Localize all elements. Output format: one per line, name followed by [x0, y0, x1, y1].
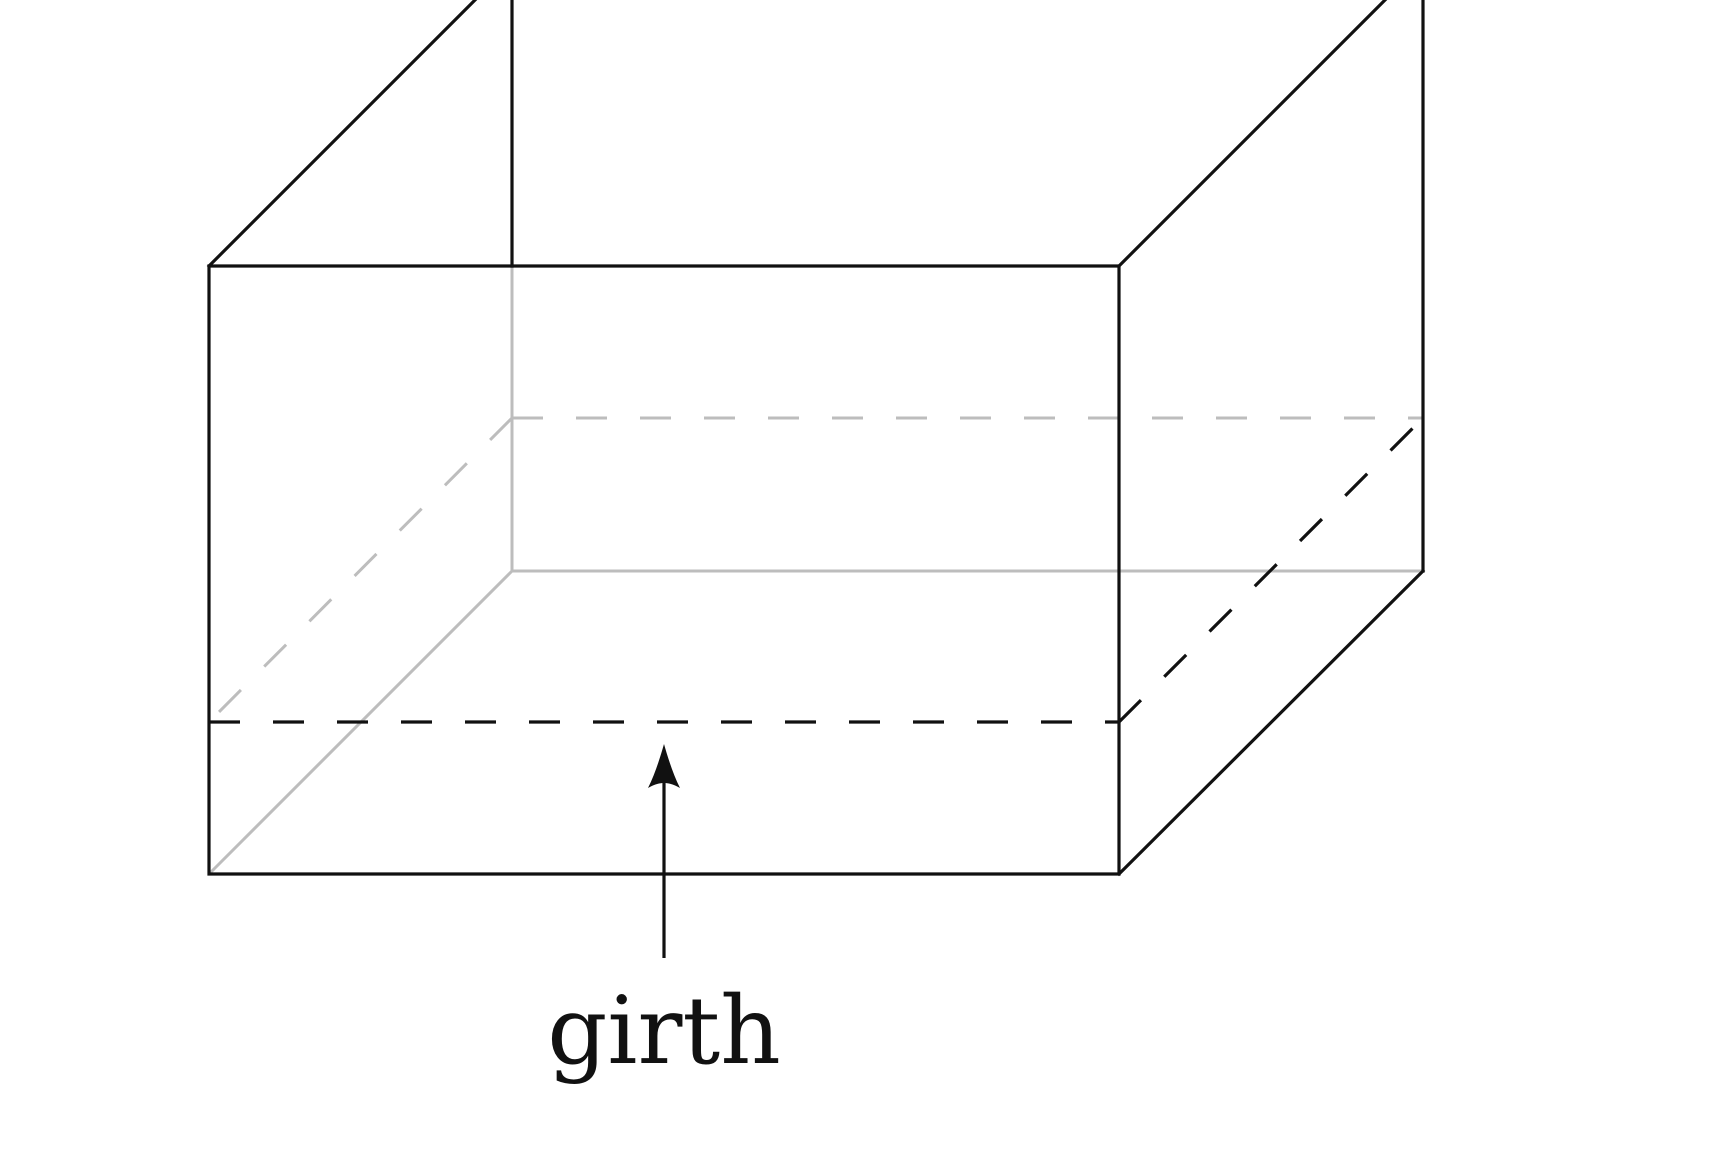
bottom-right-depth-edge	[1116, 568, 1426, 877]
girth-band	[207, 416, 1425, 724]
visible-edges	[206, 0, 1426, 877]
top-left-depth-edge	[206, 0, 478, 269]
girth-arrow	[648, 744, 680, 958]
girth-left-side-line	[207, 416, 514, 724]
hidden-edges	[207, 266, 1423, 876]
top-right-depth-edge	[1116, 0, 1388, 269]
girth-arrow-head	[648, 744, 680, 788]
girth-label: girth	[547, 977, 781, 1086]
girth-right-side-line	[1117, 416, 1425, 724]
